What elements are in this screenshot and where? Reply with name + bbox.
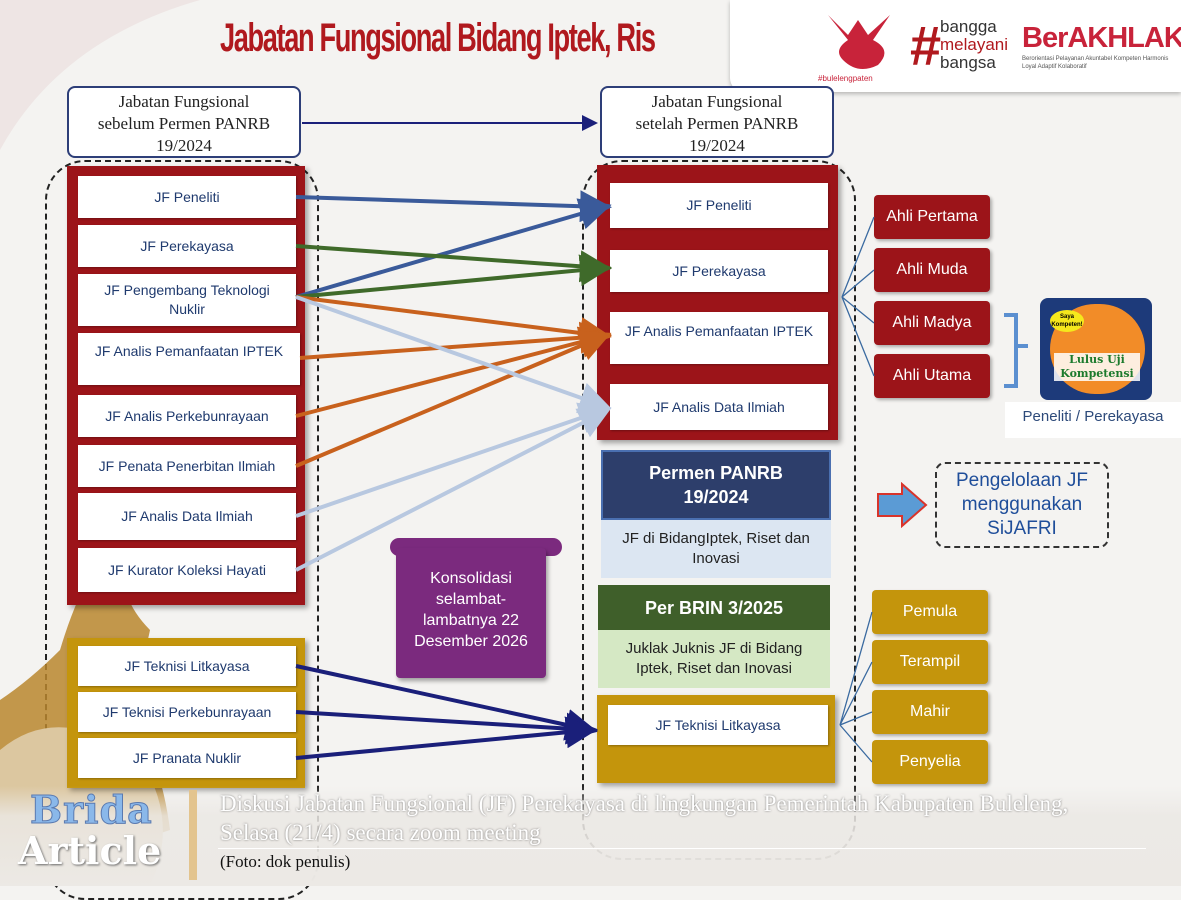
level-terampil: Terampil (872, 640, 988, 684)
left-item-penata-penerbitan-ilmiah: JF Penata Penerbitan Ilmiah (78, 445, 296, 487)
level-ahli-muda: Ahli Muda (874, 248, 990, 292)
berakhlak-logo: BerAKHLAK Berorientasi Pelayanan Akuntab… (1022, 22, 1181, 70)
left-item-teknisi-perkebunrayaan: JF Teknisi Perkebunrayaan (78, 692, 296, 732)
buleleng-logo: #bulelengpaten (818, 10, 898, 83)
brin-subtitle: Juklak Juknis JF di Bidang Iptek, Riset … (598, 630, 830, 688)
left-item-teknisi-litkayasa: JF Teknisi Litkayasa (78, 646, 296, 686)
brace-icon (1004, 313, 1028, 388)
badge-caption: Peneliti / Perekayasa (1005, 402, 1181, 438)
permen-title: Permen PANRB 19/2024 (601, 450, 831, 520)
right-item-teknisi-litkayasa: JF Teknisi Litkayasa (608, 705, 828, 745)
level-mahir: Mahir (872, 690, 988, 734)
right-arrow-icon (877, 482, 928, 528)
left-item-pranata-nuklir: JF Pranata Nuklir (78, 738, 296, 778)
right-item-analis-data-ilmiah: JF Analis Data Ilmiah (610, 384, 828, 430)
right-item-perekayasa: JF Perekayasa (610, 250, 828, 292)
photo-caption: Diskusi Jabatan Fungsional (JF) Perekaya… (220, 791, 1069, 845)
permen-subtitle: JF di BidangIptek, Riset dan Inovasi (601, 520, 831, 578)
level-pemula: Pemula (872, 590, 988, 634)
footer-divider (189, 790, 197, 880)
left-item-pengembang-teknologi-nuklir: JF Pengembang Teknologi Nuklir (78, 274, 296, 326)
photo-credit: (Foto: dok penulis) (220, 852, 351, 871)
right-item-analis-pemanfaatan-iptek: JF Analis Pemanfaatan IPTEK (610, 312, 828, 364)
left-item-kurator-koleksi-hayati: JF Kurator Koleksi Hayati (78, 548, 296, 592)
left-item-analis-perkebunrayaan: JF Analis Perkebunrayaan (78, 395, 296, 437)
bangga-melayani-bangsa-logo: # bangga melayani bangsa (910, 14, 1009, 77)
level-ahli-pertama: Ahli Pertama (874, 195, 990, 239)
brand-brida: Brida (30, 787, 153, 833)
level-ahli-utama: Ahli Utama (874, 354, 990, 398)
left-item-analis-pemanfaatan-iptek: JF Analis Pemanfaatan IPTEK (78, 333, 300, 385)
left-item-analis-data-ilmiah: JF Analis Data Ilmiah (78, 493, 296, 540)
caption-rule (218, 848, 1146, 849)
brin-title: Per BRIN 3/2025 (598, 585, 830, 630)
page-title: Jabatan Fungsional Bidang Iptek, Ris (220, 16, 656, 60)
level-ahli-madya: Ahli Madya (874, 301, 990, 345)
sijafri-note: Pengelolaan JF menggunakan SiJAFRI (935, 462, 1109, 548)
left-item-perekayasa: JF Perekayasa (78, 225, 296, 267)
brand-article: Article (18, 828, 162, 873)
level-penyelia: Penyelia (872, 740, 988, 784)
deadline-scroll: Konsolidasi selambat-lambatnya 22 Desemb… (390, 538, 562, 678)
left-item-peneliti: JF Peneliti (78, 176, 296, 218)
logo-panel: #bulelengpaten # bangga melayani bangsa … (730, 0, 1181, 92)
competency-badge: Saya Kompeten! Lulus Uji Kompetensi (1040, 298, 1152, 400)
right-item-peneliti: JF Peneliti (610, 183, 828, 228)
